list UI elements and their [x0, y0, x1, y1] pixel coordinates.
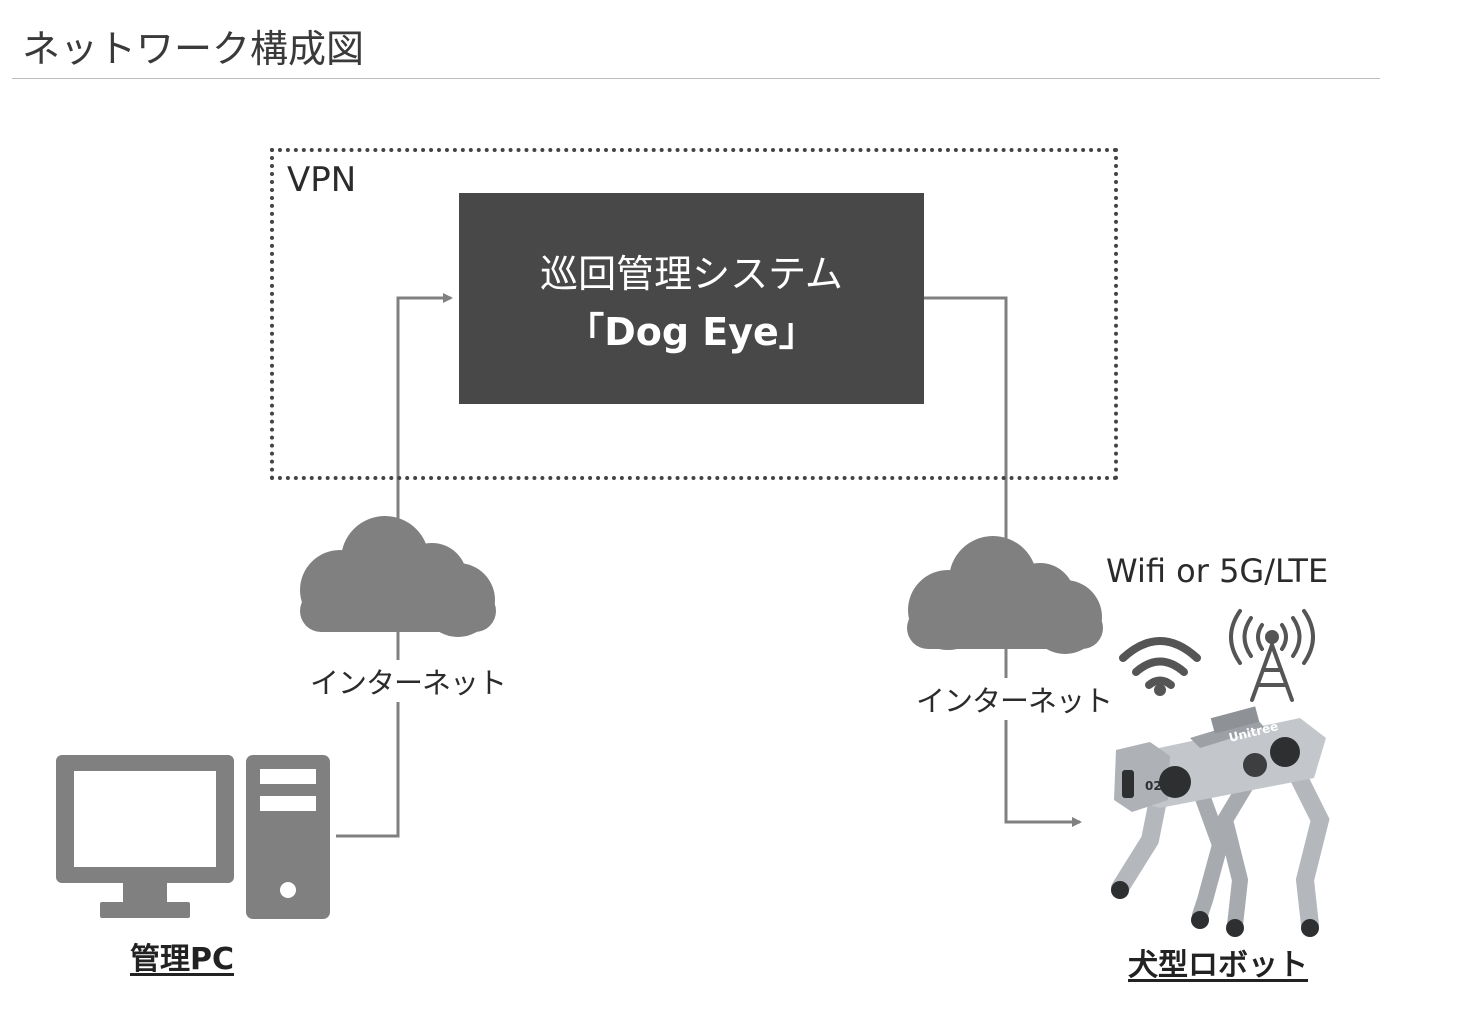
internet-label-left: インターネット — [308, 660, 509, 702]
page-title: ネットワーク構成図 — [22, 27, 365, 71]
robot-dog-label: 犬型ロボット — [1128, 948, 1308, 983]
wifi-icon — [1119, 637, 1201, 689]
system-name: 巡回管理システム — [540, 252, 843, 296]
vpn-boundary — [270, 148, 1118, 480]
internet-label-right: インターネット — [914, 678, 1115, 720]
antenna-icon — [1229, 609, 1315, 702]
patrol-management-system-box: 巡回管理システム 「Dog Eye」 — [459, 193, 924, 404]
computer-icon — [56, 755, 330, 919]
cloud-icon — [907, 536, 1103, 654]
robot-number: 02 — [1145, 779, 1162, 793]
wifi-dot — [1154, 684, 1166, 696]
vpn-label: VPN — [287, 160, 357, 200]
title-divider — [12, 78, 1380, 79]
robot-dog-icon: 02 Unitree — [1111, 706, 1330, 937]
wireless-label: Wifi or 5G/LTE — [1106, 552, 1329, 590]
management-pc-label: 管理PC — [130, 942, 235, 977]
system-product-name: 「Dog Eye」 — [566, 310, 817, 354]
cloud-icon — [300, 516, 496, 637]
